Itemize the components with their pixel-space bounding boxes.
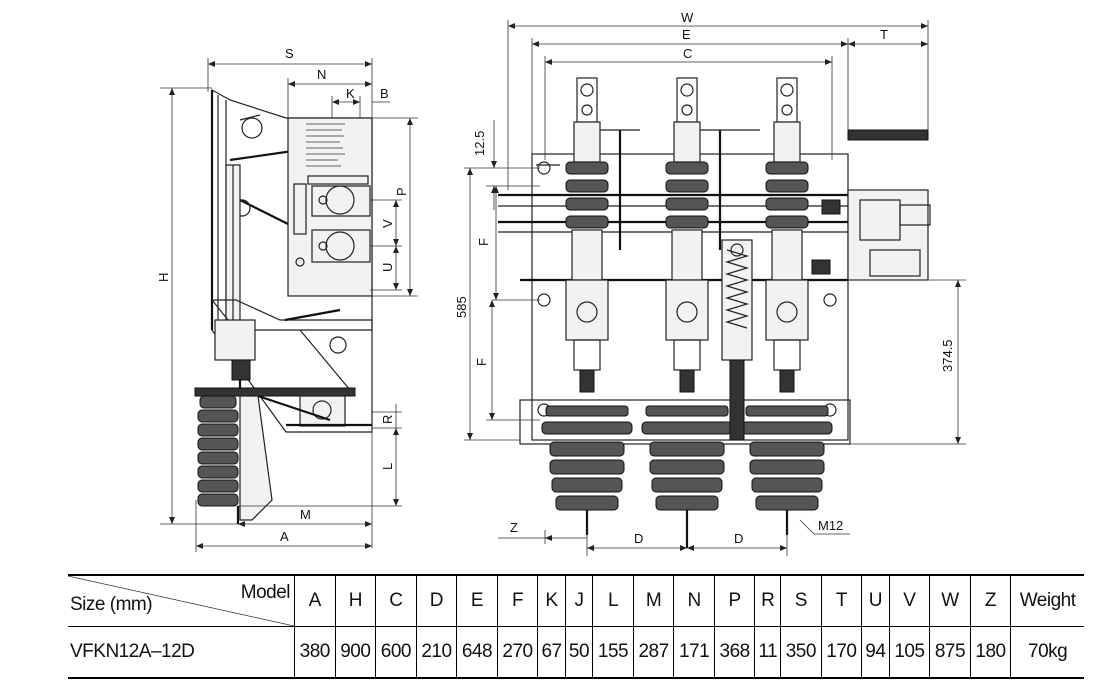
column-header: K — [537, 574, 566, 627]
table-cell: 900 — [335, 626, 377, 679]
column-header: C — [375, 574, 417, 627]
header-corner-cell: Size (mm) Model — [68, 574, 295, 627]
dim-label-M: M — [300, 507, 311, 522]
table-cell: 94 — [861, 626, 890, 679]
table-cell: 70kg — [1010, 626, 1084, 679]
table-cell: 875 — [929, 626, 971, 679]
header-model-label: Model — [240, 582, 291, 603]
table-cell: 67 — [537, 626, 566, 679]
dim-label-T: T — [880, 27, 888, 42]
column-header: A — [294, 574, 336, 627]
dim-label-374-5: 374.5 — [940, 339, 955, 372]
dim-label-C: C — [683, 46, 692, 61]
table-cell: 105 — [889, 626, 931, 679]
dim-label-E: E — [682, 27, 691, 42]
dim-label-Z: Z — [510, 520, 518, 535]
dim-label-585: 585 — [454, 296, 469, 318]
column-header: W — [929, 574, 971, 627]
dim-label-S: S — [285, 46, 294, 61]
column-header: Z — [970, 574, 1012, 627]
dim-label-W: W — [681, 10, 694, 25]
column-header: N — [673, 574, 715, 627]
table-cell: 50 — [565, 626, 594, 679]
column-header: D — [416, 574, 458, 627]
table-cell: 180 — [970, 626, 1012, 679]
row-model-label: VFKN12A–12D — [68, 626, 295, 679]
dim-label-F-lower: F — [474, 358, 489, 366]
table-cell: 155 — [592, 626, 634, 679]
column-header: Weight — [1010, 574, 1084, 627]
dim-label-D-right: D — [734, 531, 743, 546]
side-view — [194, 88, 373, 524]
column-header: U — [861, 574, 890, 627]
dim-label-M12: M12 — [818, 518, 843, 533]
front-view — [498, 77, 931, 548]
dim-label-L: L — [380, 463, 395, 470]
phase-left — [541, 77, 633, 535]
dim-label-F-upper: F — [476, 238, 491, 246]
dim-label-K: K — [346, 86, 355, 101]
column-header: F — [497, 574, 539, 627]
table-cell: 270 — [497, 626, 539, 679]
dim-label-R: R — [380, 415, 395, 424]
column-header: J — [565, 574, 594, 627]
spec-table: Size (mm) Model A H C D E F K J L M N P … — [68, 574, 1084, 679]
column-header: E — [456, 574, 498, 627]
dim-label-D-left: D — [634, 531, 643, 546]
technical-drawing: S N K B P V U H R L M — [156, 10, 966, 556]
column-header: R — [754, 574, 782, 627]
table-cell: 287 — [633, 626, 675, 679]
dim-label-A: A — [280, 529, 289, 544]
table-cell: 170 — [821, 626, 863, 679]
table-cell: 380 — [294, 626, 336, 679]
column-header: S — [780, 574, 822, 627]
column-header: H — [335, 574, 377, 627]
table-cell: 368 — [714, 626, 756, 679]
dim-label-V: V — [380, 219, 395, 228]
front-view-dimensions: W E T C 12.5 585 F F 374.5 Z — [454, 10, 966, 556]
phase-middle — [641, 77, 733, 548]
dim-label-P: P — [394, 187, 409, 196]
column-header: L — [592, 574, 634, 627]
column-header: P — [714, 574, 756, 627]
table-cell: 171 — [673, 626, 715, 679]
spec-table-row: VFKN12A–12D 380 900 600 210 648 270 67 5… — [68, 626, 1084, 679]
table-cell: 11 — [754, 626, 782, 679]
header-size-label: Size (mm) — [70, 594, 153, 615]
dim-label-U: U — [380, 263, 395, 272]
side-view-dimensions: S N K B P V U H R L M — [156, 46, 418, 552]
phase-right — [741, 77, 833, 535]
dim-label-N: N — [317, 67, 326, 82]
dim-label-12-5: 12.5 — [472, 131, 487, 156]
column-header: T — [821, 574, 863, 627]
table-cell: 350 — [780, 626, 822, 679]
dim-label-B: B — [380, 86, 389, 101]
dim-label-H: H — [156, 273, 171, 282]
column-header: V — [889, 574, 931, 627]
table-cell: 210 — [416, 626, 458, 679]
spec-table-header-row: Size (mm) Model A H C D E F K J L M N P … — [68, 574, 1084, 627]
column-header: M — [633, 574, 675, 627]
panel-text-lines — [306, 123, 345, 167]
table-cell: 600 — [375, 626, 417, 679]
table-cell: 648 — [456, 626, 498, 679]
